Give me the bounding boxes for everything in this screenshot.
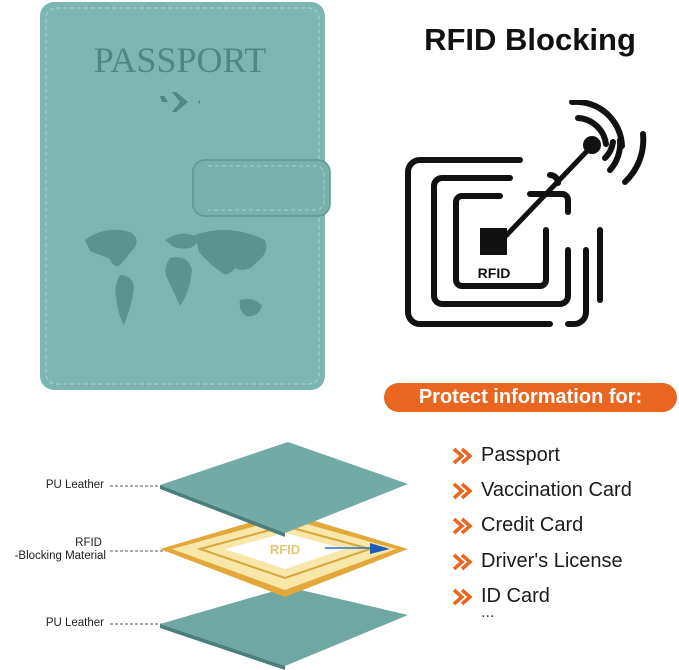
item-label: Driver's License xyxy=(481,550,623,572)
double-chevron-icon xyxy=(452,447,473,464)
double-chevron-icon xyxy=(452,553,473,570)
item-label: Credit Card xyxy=(481,514,584,536)
label-middle-layer-line1: RFID xyxy=(75,537,102,549)
passport-wallet-image: PASSPORT xyxy=(40,2,331,390)
rfid-blocking-title: RFID Blocking xyxy=(424,22,636,57)
layer-diagram: RFID xyxy=(110,442,408,670)
label-top-layer: PU Leather xyxy=(45,479,104,491)
list-item: Credit Card xyxy=(452,514,583,537)
item-label: Passport xyxy=(481,444,560,466)
double-chevron-icon xyxy=(452,517,473,534)
label-middle-layer-line2: -Blocking Material xyxy=(14,550,106,562)
more-ellipsis: ... xyxy=(481,604,495,621)
protect-heading: Protect information for: xyxy=(384,383,677,412)
passport-cover-text: PASSPORT xyxy=(94,40,267,80)
layer-top-leather xyxy=(160,442,408,537)
airplane-icon xyxy=(160,92,200,112)
world-map-emboss xyxy=(85,229,267,325)
item-label: ID Card xyxy=(481,585,550,607)
list-item: Passport xyxy=(452,444,560,467)
list-item: ID Card xyxy=(452,585,550,608)
rfid-antenna-icon: RFID xyxy=(405,100,647,327)
label-bottom-layer: PU Leather xyxy=(45,617,104,629)
layer-chip-text: RFID xyxy=(270,542,300,557)
double-chevron-icon xyxy=(452,482,473,499)
item-label: Vaccination Card xyxy=(481,479,632,501)
list-item: Vaccination Card xyxy=(452,479,632,502)
double-chevron-icon xyxy=(452,588,473,605)
list-item: Driver's License xyxy=(452,550,623,573)
layer-rfid-blocking: RFID xyxy=(160,512,408,597)
layer-bottom-leather xyxy=(160,587,408,670)
rfid-chip-label: RFID xyxy=(478,265,511,281)
